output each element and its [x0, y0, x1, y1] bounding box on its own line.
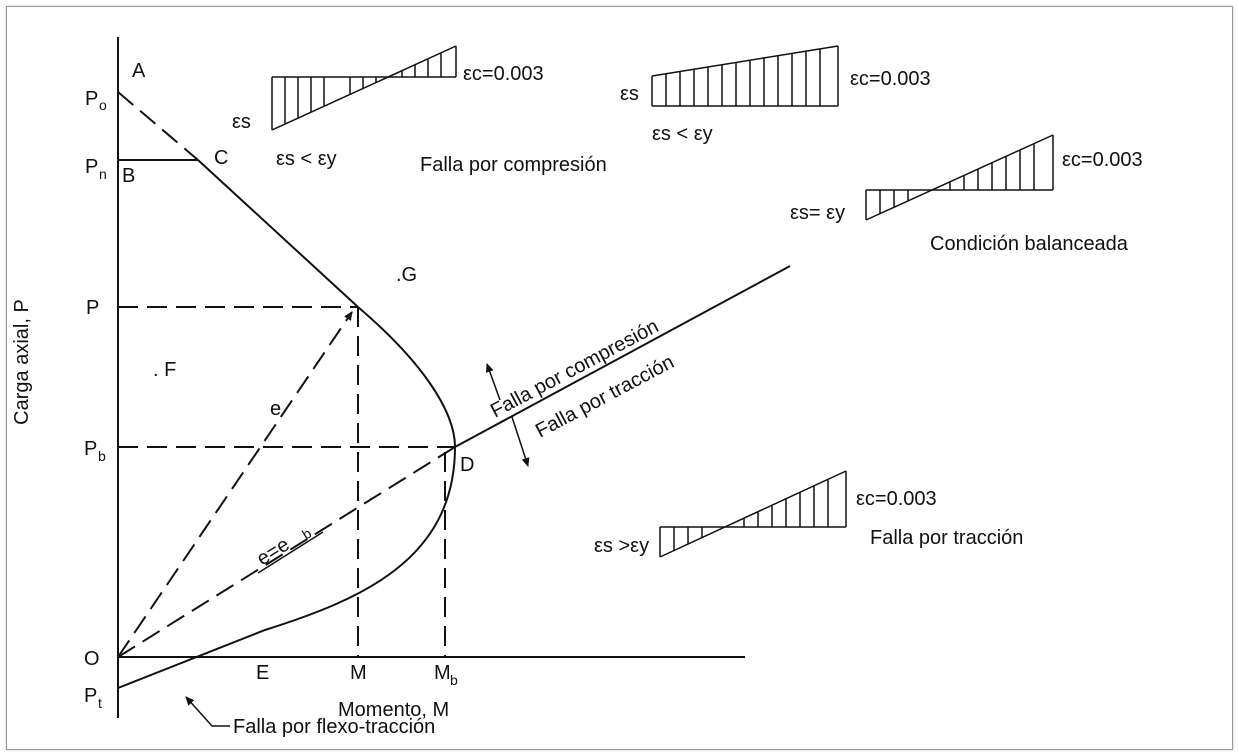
flexo-leader — [185, 696, 230, 727]
e-eb-label: e=e — [253, 534, 293, 571]
d2-es: εs — [620, 83, 639, 105]
tension-arrow — [511, 416, 530, 467]
po-label-sub: o — [99, 97, 107, 113]
d4-ec: εc=0.003 — [856, 488, 937, 510]
point-f: . F — [153, 359, 176, 381]
point-g: .G — [396, 264, 417, 286]
p-label: P — [86, 297, 99, 319]
d1-ec: εc=0.003 — [463, 63, 544, 85]
point-o: O — [84, 648, 100, 670]
figure-frame — [6, 6, 1233, 750]
point-a: A — [132, 60, 146, 82]
strain-diagram-tension — [659, 470, 847, 558]
compression-failure-title: Falla por compresión — [420, 154, 607, 176]
pn-label-sub: n — [99, 166, 107, 182]
falla-flexo-label: Falla por flexo-tracción — [233, 716, 435, 738]
po-label: P — [85, 88, 98, 110]
pb-label: P — [84, 438, 97, 460]
balanced-eccentricity-dashed — [117, 446, 456, 658]
e-eb-underline — [257, 531, 324, 574]
d4-es: εs >εy — [594, 535, 649, 557]
e-eb-sub: b — [299, 525, 314, 543]
pb-label-sub: b — [98, 448, 106, 464]
strain-diagram-compression-1 — [271, 45, 457, 131]
point-d: D — [460, 454, 474, 476]
d1-cond: εs < εy — [276, 148, 337, 170]
point-c: C — [214, 147, 228, 169]
mb-label: M — [434, 662, 451, 684]
po-dashed-line — [117, 91, 199, 161]
strain-diagram-compression-2 — [651, 45, 839, 107]
strain-diagram-balanced — [865, 134, 1054, 221]
pt-label: P — [84, 685, 97, 707]
p-axis-label: Carga axial, P — [11, 299, 33, 425]
tension-failure-title: Falla por tracción — [870, 527, 1023, 549]
d3-ec: εc=0.003 — [1062, 149, 1143, 171]
pn-label: P — [85, 156, 98, 178]
d2-ec: εc=0.003 — [850, 68, 931, 90]
compression-arrow — [485, 363, 501, 401]
interaction-curve — [117, 159, 457, 689]
eccentricity-line — [117, 311, 353, 658]
d1-es: εs — [232, 111, 251, 133]
point-b: B — [122, 165, 135, 187]
m-axis-label: Momento, M — [338, 699, 449, 721]
mb-label-sub: b — [450, 672, 458, 688]
e-label: e — [270, 398, 281, 420]
balanced-eccentricity-solid — [454, 265, 791, 448]
point-e: E — [256, 662, 269, 684]
d3-es: εs= εy — [790, 202, 845, 224]
balanced-condition-title: Condición balanceada — [930, 233, 1129, 255]
pt-label-sub: t — [98, 695, 102, 711]
m-label: M — [350, 662, 367, 684]
d2-cond: εs < εy — [652, 123, 713, 145]
